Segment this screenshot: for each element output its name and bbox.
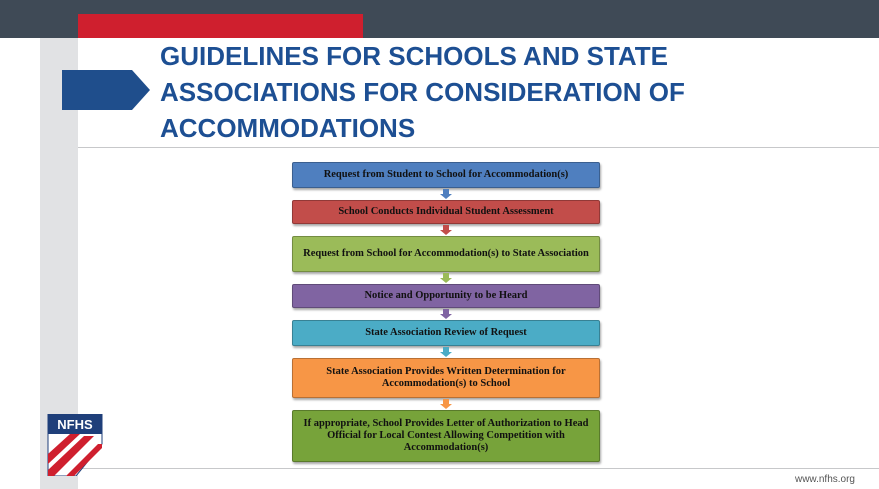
flow-step-2: School Conducts Individual Student Asses… [292, 200, 600, 224]
logo-text: NFHS [57, 417, 93, 432]
flow-step-5: State Association Review of Request [292, 320, 600, 346]
footer-divider [78, 468, 879, 469]
arrow-tab-icon [62, 70, 150, 110]
process-flowchart: Request from Student to School for Accom… [292, 160, 600, 465]
title-divider [78, 147, 879, 148]
flow-arrow-5 [440, 347, 452, 357]
footer-url: www.nfhs.org [794, 474, 855, 485]
top-bar-red-accent [78, 14, 363, 38]
flow-arrow-4 [440, 309, 452, 319]
nfhs-logo-icon: NFHS [47, 414, 103, 476]
slide-title: GUIDELINES FOR SCHOOLS AND STATE ASSOCIA… [160, 41, 685, 143]
flow-arrow-6 [440, 399, 452, 409]
flow-step-3: Request from School for Accommodation(s)… [292, 236, 600, 272]
flow-step-6: State Association Provides Written Deter… [292, 358, 600, 398]
flow-step-4: Notice and Opportunity to be Heard [292, 284, 600, 308]
flow-step-1: Request from Student to School for Accom… [292, 162, 600, 188]
flow-arrow-2 [440, 225, 452, 235]
flow-step-7: If appropriate, School Provides Letter o… [292, 410, 600, 462]
flow-arrow-3 [440, 273, 452, 283]
flow-arrow-1 [440, 189, 452, 199]
